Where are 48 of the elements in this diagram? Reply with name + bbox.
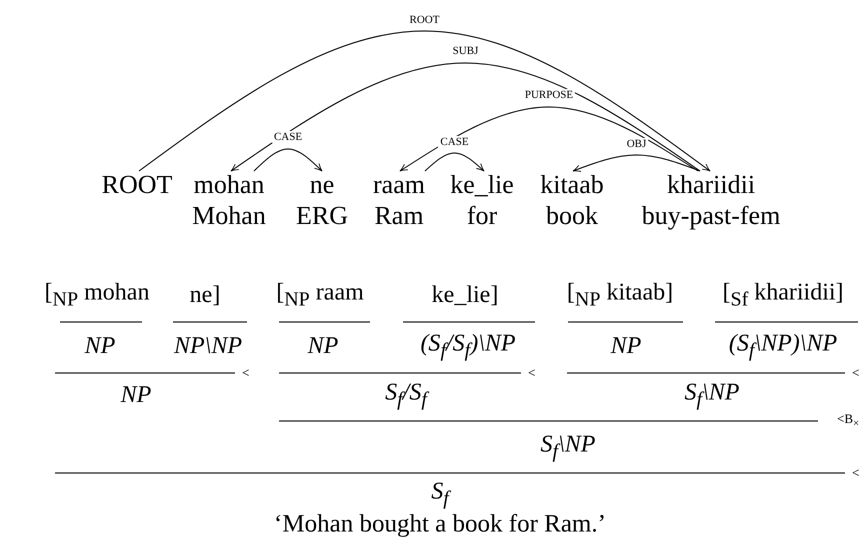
category-label: S$_{f}$\NP xyxy=(684,380,740,410)
edge-label: OBJ xyxy=(624,138,648,150)
rule-label: < xyxy=(852,366,860,380)
word: khariidii xyxy=(666,171,756,198)
gloss: book xyxy=(545,202,599,230)
category-label: S$_{f}$ xyxy=(431,478,449,510)
gloss: Mohan xyxy=(192,202,266,230)
edge-label: CASE xyxy=(272,130,304,144)
gloss: Ram xyxy=(373,202,425,230)
dependency-arc xyxy=(230,62,700,172)
word: ne xyxy=(308,171,336,198)
rule-label: < xyxy=(528,366,536,380)
bracketed-phrase: ne] xyxy=(190,282,220,308)
bracketed-phrase: [$_{NP}$ kitaab] xyxy=(566,280,674,310)
dependency-arc xyxy=(400,106,698,172)
word: ROOT xyxy=(102,171,172,198)
word: raam xyxy=(373,171,425,198)
rule-label: < xyxy=(242,366,250,380)
edge-label: CASE xyxy=(438,136,471,148)
caption: ‘Mohan bought a book for Ram.’ xyxy=(274,510,606,538)
category-label: (S$_{f}$/S$_{f}$)\NP xyxy=(420,330,516,362)
category-label: NP xyxy=(308,332,338,360)
category-label: NP\NP xyxy=(174,332,242,360)
dependency-arc xyxy=(424,152,484,172)
category-label: S$_{f}$\NP xyxy=(540,432,596,462)
dependency-arc xyxy=(138,30,710,172)
category-label: NP xyxy=(120,382,152,408)
word: mohan xyxy=(192,171,266,198)
dependency-arc xyxy=(254,148,322,172)
gloss: for xyxy=(466,202,498,230)
category-label: NP xyxy=(610,332,642,360)
category-label: S$_{f}$/S$_{f}$ xyxy=(385,380,427,410)
bracketed-phrase: [$_{Sf}$ khariidii] xyxy=(722,280,844,310)
word: kitaab xyxy=(540,171,604,198)
bracketed-phrase: [$_{NP}$ mohan xyxy=(44,280,150,310)
gloss: buy-past-fem xyxy=(642,202,780,230)
edge-label: ROOT xyxy=(408,14,442,26)
gloss: ERG xyxy=(296,202,348,230)
bracketed-phrase: [$_{NP}$ raam xyxy=(276,280,364,310)
word: ke_lie xyxy=(450,171,514,198)
edge-label: SUBJ xyxy=(450,44,480,58)
rule-label: < xyxy=(852,466,860,480)
category-label: NP xyxy=(84,332,116,360)
bracketed-phrase: ke_lie] xyxy=(432,282,498,308)
rule-label: <B$_{×}$ xyxy=(837,412,860,430)
edge-label: PURPOSE xyxy=(522,88,576,102)
dependency-arc xyxy=(572,154,700,172)
category-label: (S$_{f}$\NP)\NP xyxy=(728,330,838,362)
